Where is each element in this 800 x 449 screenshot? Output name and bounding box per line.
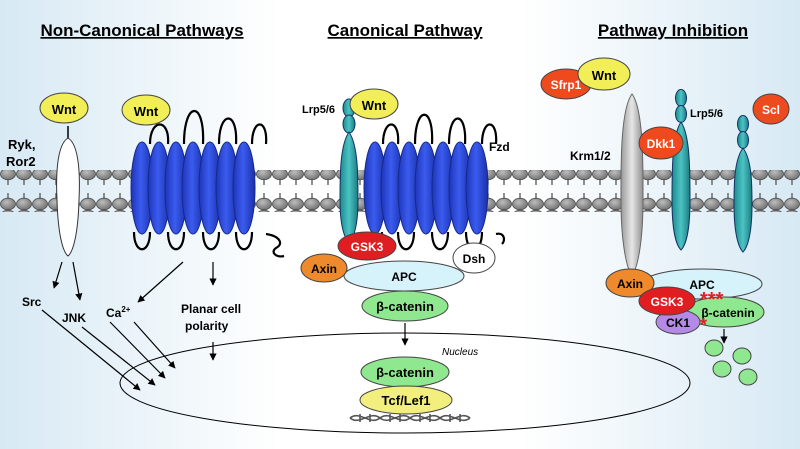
noncanonical-arrows xyxy=(41,261,217,391)
beta-catenin-cytoplasm xyxy=(361,290,449,322)
wnt-ligand-ryk xyxy=(39,92,89,124)
apc-label-center: APC xyxy=(391,270,417,284)
phosphorylation-stars: *** xyxy=(700,289,724,311)
dkk1-label: Dkk1 xyxy=(647,137,676,151)
lrp56-label-right: Lrp5/6 xyxy=(690,108,723,120)
lrp56-receptor-center xyxy=(339,98,359,243)
wnt-label-center: Wnt xyxy=(362,98,387,113)
krm12-label: Krm1/2 xyxy=(570,149,611,163)
src-label: Src xyxy=(22,295,42,309)
fzd-label: Fzd xyxy=(489,140,510,154)
kremen-receptor xyxy=(620,93,644,276)
planar-label-2: polarity xyxy=(185,319,229,333)
lrp56-receptor-right-2 xyxy=(733,115,753,253)
gsk3-protein-center xyxy=(337,231,397,261)
tcf-lef1-label: Tcf/Lef1 xyxy=(382,393,431,408)
ryk-ror2-receptor xyxy=(56,137,80,257)
beta-catenin-label-nucleus: β-catenin xyxy=(376,365,434,380)
gsk3-protein-right xyxy=(638,286,696,316)
ryk-label: Ryk, xyxy=(8,137,35,152)
wnt-label-left: Wnt xyxy=(134,104,159,119)
dsh-label: Dsh xyxy=(463,252,486,266)
ck1-phosphorylation-star: * xyxy=(700,315,707,335)
apc-label-right: APC xyxy=(689,278,715,292)
axin-label-right: Axin xyxy=(617,277,643,291)
planar-label-1: Planar cell xyxy=(181,302,241,316)
wnt-label-right: Wnt xyxy=(592,68,617,83)
tcf-lef1-protein xyxy=(359,385,453,415)
wnt-ligand-center xyxy=(349,88,399,120)
degraded-catenin-fragments xyxy=(704,339,758,386)
jnk-label: JNK xyxy=(62,311,86,325)
wnt-ligand-left xyxy=(121,94,171,126)
wnt-label-ryk: Wnt xyxy=(52,102,77,117)
scl-label: Scl xyxy=(762,103,780,117)
axin-label-center: Axin xyxy=(311,262,337,276)
gsk3-label-center: GSK3 xyxy=(351,240,384,254)
right-panel-background xyxy=(520,0,800,449)
left-receptor-loops xyxy=(132,110,285,258)
beta-catenin-label-cytoplasm: β-catenin xyxy=(376,299,434,314)
nucleus-label: Nucleus xyxy=(442,347,478,358)
scl-protein xyxy=(752,93,790,125)
header-noncanonical: Non-Canonical Pathways xyxy=(40,21,243,40)
wnt-ligand-right xyxy=(577,57,631,91)
ror2-label-text: Ror2 xyxy=(6,154,36,169)
dna-helix xyxy=(349,414,471,422)
ck1-label: CK1 xyxy=(666,316,690,330)
frizzled-receptor xyxy=(363,141,489,235)
sfrp1-label: Sfrp1 xyxy=(551,78,582,92)
dkk1-protein xyxy=(638,126,684,160)
left-7tm-receptor xyxy=(130,141,256,235)
header-canonical: Canonical Pathway xyxy=(328,21,483,40)
lrp56-label-center: Lrp5/6 xyxy=(302,104,335,116)
axin-protein-right xyxy=(605,268,655,298)
header-inhibition: Pathway Inhibition xyxy=(598,21,748,40)
gsk3-label-right: GSK3 xyxy=(651,295,684,309)
beta-catenin-label-right: β-catenin xyxy=(701,306,754,320)
axin-protein-center xyxy=(300,253,348,283)
calcium-label: Ca2+ xyxy=(106,305,131,320)
dsh-protein xyxy=(452,242,496,274)
